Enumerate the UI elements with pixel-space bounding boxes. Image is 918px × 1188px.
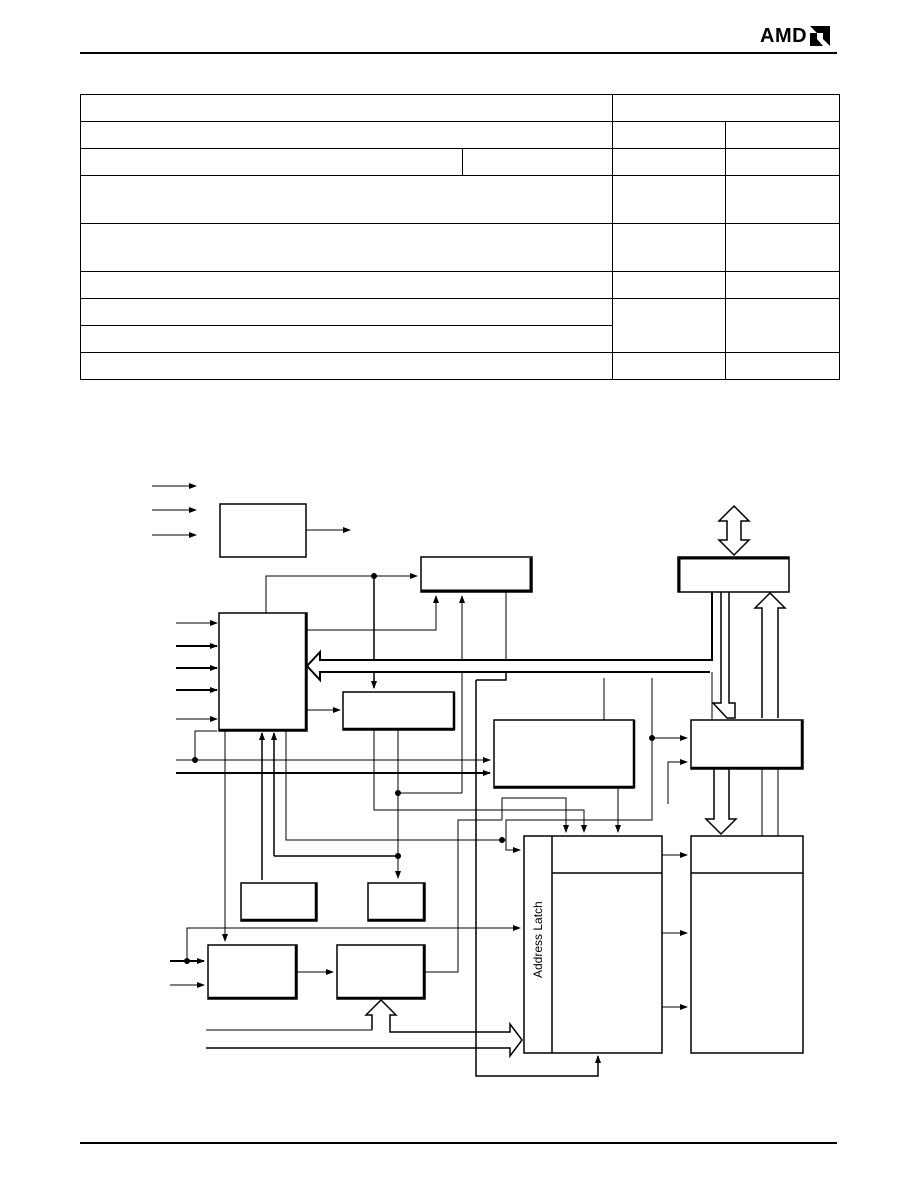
internal-bus-arrow: [307, 592, 712, 680]
junction-dot: [395, 853, 401, 859]
address-input-block: [207, 944, 298, 1000]
amd-arrow-icon: [810, 26, 831, 46]
table-cell: [725, 352, 840, 380]
table-row: [80, 148, 840, 176]
junction-dot: [499, 837, 505, 843]
table-cell: [612, 94, 840, 122]
table-row: [80, 352, 840, 380]
top-middle-block: [420, 556, 533, 593]
table-row: [80, 298, 840, 353]
header-rule: [80, 52, 837, 54]
junction-dot: [649, 735, 655, 741]
table-cell: [725, 271, 840, 299]
table-cell: [80, 148, 463, 176]
table-cell: [725, 175, 840, 224]
sense-amp-block: [690, 835, 804, 1054]
table-cell: [612, 175, 726, 224]
control-logic-block: [218, 612, 308, 732]
junction-dot: [184, 958, 190, 964]
lower-middle-block: [367, 882, 426, 922]
state-machine-block: [493, 719, 635, 789]
table-row: [80, 223, 840, 272]
junction-dot: [395, 790, 401, 796]
table-cell: [612, 148, 726, 176]
table-cell: [80, 175, 613, 224]
spec-table: [80, 94, 840, 380]
middle-register-block: [342, 691, 455, 731]
address-latch-label: Address Latch: [531, 901, 545, 978]
address-counter-block: [336, 944, 426, 1000]
top-left-block: [219, 503, 307, 558]
junction-dot: [371, 573, 377, 579]
address-bus-arrow: [364, 998, 523, 1059]
io-buffer-block: [677, 556, 790, 593]
lower-left-block: [240, 882, 318, 922]
output-register-block: [690, 719, 804, 770]
table-cell: [725, 223, 840, 272]
table-cell: [80, 223, 613, 272]
footer-rule: [80, 1142, 837, 1144]
amd-logo: AMD: [760, 24, 831, 48]
logo-text: AMD: [760, 25, 808, 47]
table-cell: [80, 352, 613, 380]
data-bus-arrow: [717, 504, 751, 557]
memory-array-block: [523, 835, 663, 1054]
junction-dot: [192, 757, 198, 763]
table-row: [80, 175, 840, 224]
table-cell: [725, 121, 840, 149]
